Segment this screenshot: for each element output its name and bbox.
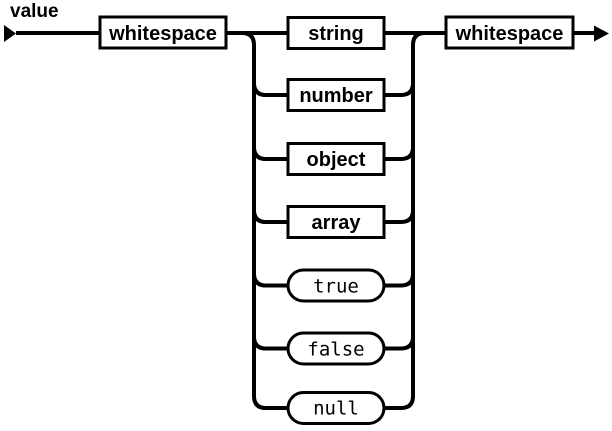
node-label: true bbox=[313, 276, 359, 298]
node-box bbox=[286, 205, 386, 239]
branch-rail-left bbox=[241, 31, 288, 410]
node-label: false bbox=[307, 339, 364, 361]
node-pill bbox=[286, 391, 386, 425]
branch-stub-left-number bbox=[252, 82, 288, 97]
node-whitespace-exit[interactable]: whitespace bbox=[444, 15, 575, 50]
merge-stub-right-array bbox=[384, 209, 415, 224]
start-arrow-icon bbox=[4, 25, 16, 42]
node-label: string bbox=[308, 23, 364, 45]
node-array[interactable]: array bbox=[286, 205, 386, 239]
node-null: null bbox=[286, 391, 386, 425]
node-label: whitespace bbox=[455, 23, 564, 45]
node-object[interactable]: object bbox=[286, 142, 386, 176]
branch-stub-left-false bbox=[252, 336, 288, 351]
node-string[interactable]: string bbox=[286, 16, 386, 50]
node-pill bbox=[286, 268, 386, 303]
merge-stub-right-object bbox=[384, 146, 415, 161]
merge-stub-right-true bbox=[384, 273, 415, 288]
node-box bbox=[444, 15, 575, 50]
merge-stub-right-number bbox=[384, 82, 415, 97]
node-label: null bbox=[313, 398, 359, 420]
merge-rail-right bbox=[384, 31, 446, 410]
node-label: object bbox=[307, 149, 366, 171]
node-box bbox=[286, 142, 386, 176]
node-box bbox=[286, 78, 386, 112]
merge-stub-right-false bbox=[384, 336, 415, 351]
node-label: number bbox=[299, 85, 373, 107]
diagram-title: value bbox=[10, 1, 59, 22]
node-label: whitespace bbox=[108, 23, 217, 45]
branch-stub-left-array bbox=[252, 209, 288, 224]
node-whitespace-entry[interactable]: whitespace bbox=[98, 15, 228, 50]
branch-stub-left-object bbox=[252, 146, 288, 161]
node-number[interactable]: number bbox=[286, 78, 386, 112]
branch-stub-left-true bbox=[252, 273, 288, 288]
node-box bbox=[286, 16, 386, 50]
node-pill bbox=[286, 331, 386, 366]
node-box bbox=[98, 15, 228, 50]
node-true: true bbox=[286, 268, 386, 303]
node-false: false bbox=[286, 331, 386, 366]
end-arrow-icon bbox=[594, 25, 609, 42]
node-label: array bbox=[312, 212, 362, 234]
